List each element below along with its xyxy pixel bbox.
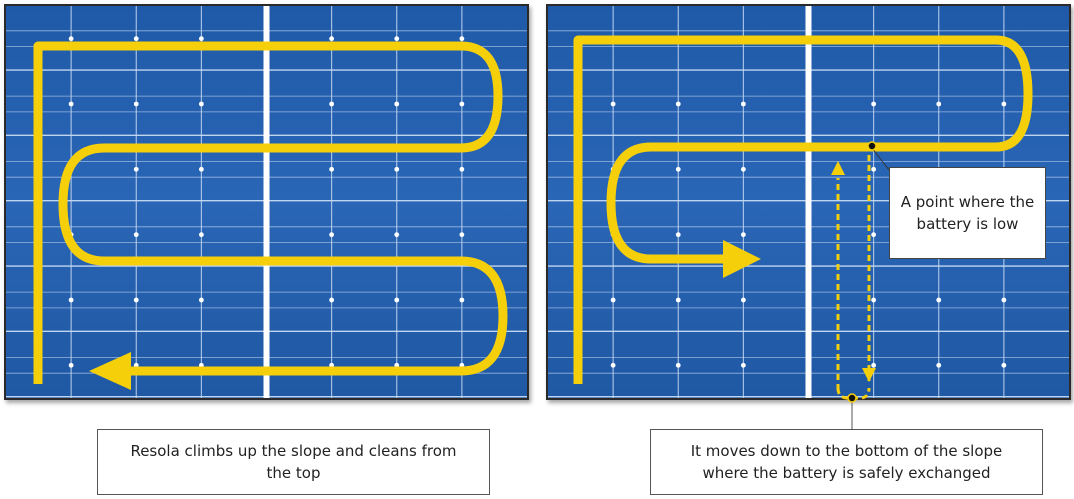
low-battery-callout: A point where the battery is low [889, 167, 1046, 259]
low-battery-point-marker [867, 141, 877, 151]
battery-exchange-point-marker [847, 393, 857, 403]
battery-return-route [831, 145, 876, 400]
cleaning-route-left [33, 41, 508, 384]
solar-panel-left [4, 4, 529, 400]
cleaning-route-right [573, 35, 1033, 384]
route-end-arrow-right [723, 240, 761, 278]
panel-cell-grid [6, 6, 527, 398]
caption-right: It moves down to the bottom of the slope… [650, 429, 1043, 495]
callout-leader-low-battery [871, 147, 890, 171]
caption-left: Resola climbs up the slope and cleans fr… [97, 429, 490, 495]
route-end-arrow-left [89, 352, 131, 390]
cleaning-path-diagram-left [6, 6, 527, 398]
